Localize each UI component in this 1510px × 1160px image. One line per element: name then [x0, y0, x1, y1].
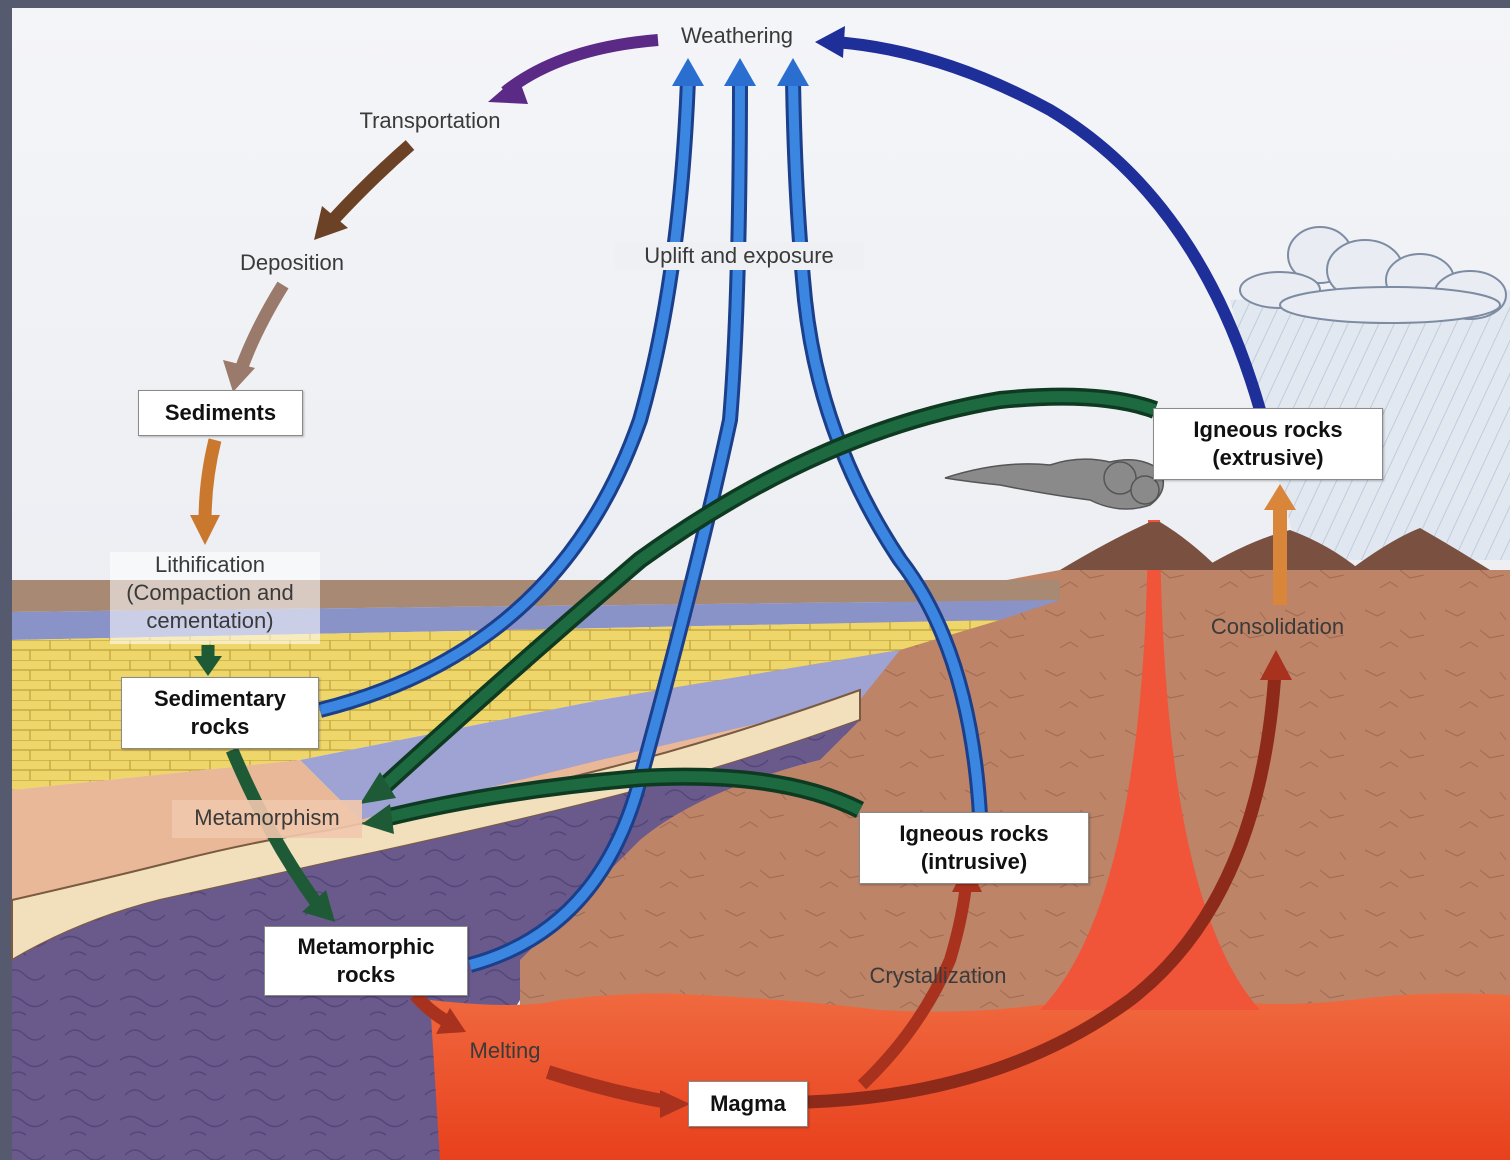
- arrow-extrusive-weathering: [834, 36, 1266, 412]
- arrow-head: [360, 772, 396, 804]
- arrow-magma-consolidation: [807, 671, 1282, 1109]
- deposition-label: Deposition: [240, 250, 344, 275]
- smoke-plume: [944, 458, 1165, 510]
- magma-box: Magma: [688, 1081, 808, 1127]
- arrow-head: [436, 1008, 466, 1034]
- melting-label: Melting: [469, 1038, 541, 1063]
- arrow-head: [672, 58, 704, 86]
- arrow-head: [1260, 650, 1292, 680]
- cloud-icon: [1239, 226, 1507, 324]
- arrow-deposition-sediments: [233, 281, 289, 375]
- arrow-head: [815, 26, 845, 58]
- volcanic-conduit: [1040, 520, 1260, 1010]
- arrow-transportation-deposition: [328, 140, 415, 225]
- arrow-head: [194, 656, 222, 676]
- arrow-head: [724, 58, 756, 86]
- arrow-magma-intrusive: [857, 884, 972, 1090]
- transportation-label: Transportation: [359, 108, 501, 133]
- lithification-label: Lithification (Compaction and cementatio…: [126, 552, 294, 633]
- arrow-head: [190, 515, 220, 545]
- sediment-layer-lavender: [300, 650, 900, 820]
- arrow-sediments-lithification: [198, 438, 222, 523]
- arrow-head: [314, 206, 348, 240]
- arrow-melting-magma: [545, 1065, 670, 1109]
- metamorphism-label: Metamorphism: [194, 805, 340, 830]
- consolidation-label: Consolidation: [1210, 614, 1345, 639]
- arrow-head: [302, 890, 335, 922]
- arrow-head: [777, 58, 809, 86]
- arrow-head: [223, 360, 255, 392]
- arrow-head: [488, 76, 528, 104]
- metamorphic-rocks-box: Metamorphic rocks: [264, 926, 468, 996]
- arrow-head: [660, 1090, 690, 1118]
- volcano-left: [1060, 522, 1220, 570]
- uplift-label: Uplift and exposure: [614, 242, 864, 270]
- igneous-extrusive-box: Igneous rocks (extrusive): [1153, 408, 1383, 480]
- crystallization-label: Crystallization: [869, 963, 1007, 988]
- weathering-label: Weathering: [680, 23, 794, 48]
- igneous-intrusive-box: Igneous rocks (intrusive): [859, 812, 1089, 884]
- volcano-right: [1350, 528, 1490, 570]
- sedimentary-rocks-box: Sedimentary rocks: [121, 677, 319, 749]
- arrow-head: [362, 804, 394, 834]
- sediments-box: Sediments: [138, 390, 303, 436]
- arrow-head: [1264, 484, 1296, 510]
